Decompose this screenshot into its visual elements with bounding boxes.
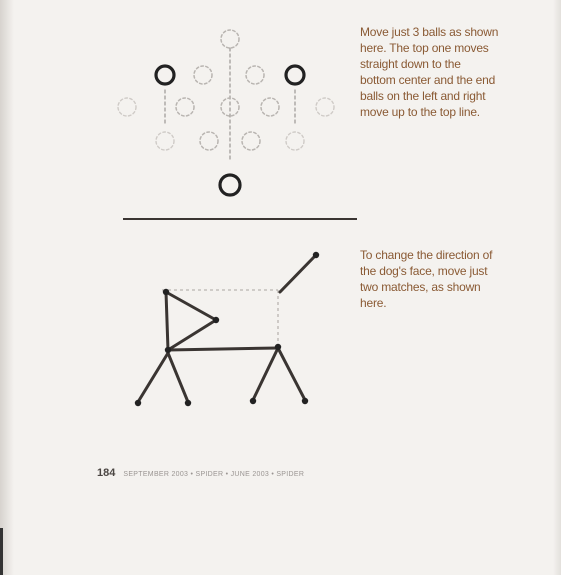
footer-running-text: SEPTEMBER 2003 • SPIDER • JUNE 2003 • SP…	[123, 471, 304, 478]
ball-puzzle-caption: Move just 3 balls as shown here. The top…	[360, 24, 556, 120]
match-head-dot-7	[250, 398, 256, 404]
match-tail	[280, 255, 316, 292]
match-front-leg-right	[168, 353, 188, 402]
ball-moved-left	[156, 66, 174, 84]
match-body	[168, 348, 278, 350]
ball-row3-2	[200, 132, 218, 150]
ball-row1-3	[246, 66, 264, 84]
page-number: 184	[97, 467, 115, 479]
match-back-leg-left	[253, 348, 278, 400]
dog-matchstick-diagram	[120, 240, 330, 415]
page-footer: 184 SEPTEMBER 2003 • SPIDER • JUNE 2003 …	[97, 467, 304, 479]
match-head-bottom	[168, 320, 216, 350]
match-head-left	[166, 292, 168, 350]
match-head-dot-9	[313, 252, 319, 258]
ball-row2-3	[221, 98, 239, 116]
match-head-dot-1	[163, 289, 169, 295]
ball-moved-bottom	[220, 175, 240, 195]
ball-moved-right	[286, 66, 304, 84]
match-back-leg-right	[278, 348, 305, 400]
dog-puzzle-caption: To change the direction of the dog's fac…	[360, 247, 550, 311]
ball-top-dashed	[221, 30, 239, 48]
section-divider	[123, 218, 357, 220]
ball-row3-1	[156, 132, 174, 150]
ball-row2-4	[261, 98, 279, 116]
ball-row2-2	[176, 98, 194, 116]
match-head-dot-8	[302, 398, 308, 404]
page-gutter-shadow	[0, 0, 14, 575]
binding-mark	[0, 528, 3, 575]
match-head-dot-5	[135, 400, 141, 406]
ball-row2-5	[316, 98, 334, 116]
ball-row3-4	[286, 132, 304, 150]
match-head-dot-6	[185, 400, 191, 406]
match-head-dot-2	[213, 317, 219, 323]
match-head-dot-3	[165, 347, 171, 353]
match-front-leg-left	[138, 353, 168, 402]
match-head-top	[166, 292, 216, 320]
ball-row2-1	[118, 98, 136, 116]
match-head-dot-4	[275, 344, 281, 350]
ball-row3-3	[242, 132, 260, 150]
ball-row1-2	[194, 66, 212, 84]
ball-puzzle-diagram	[105, 18, 355, 208]
